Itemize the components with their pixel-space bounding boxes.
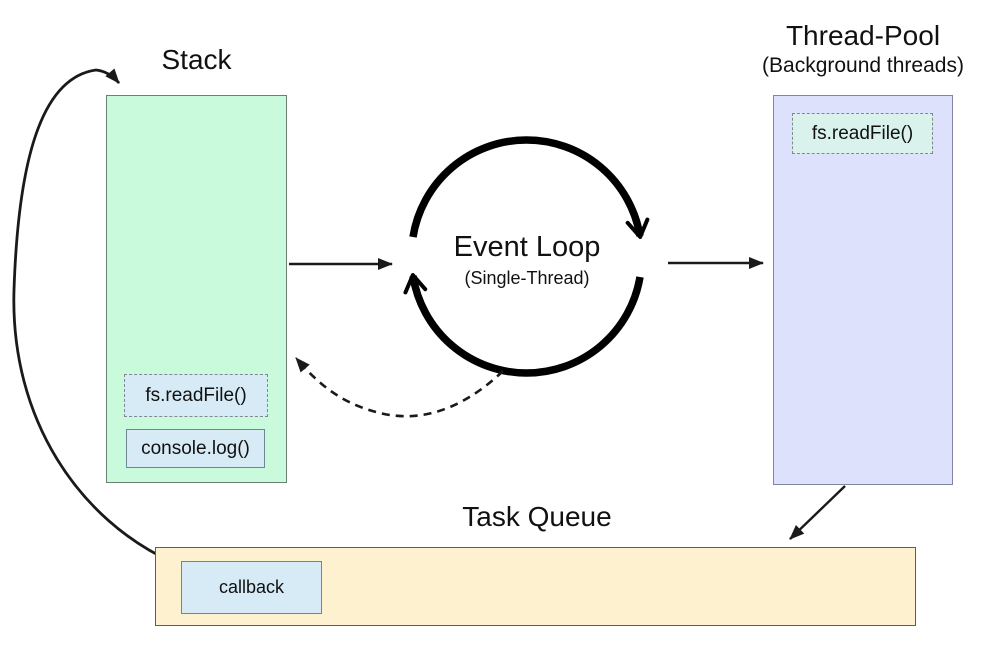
- stack-item-console-log: console.log(): [126, 429, 265, 468]
- event-loop-bottom-arc-arrow: [403, 273, 644, 377]
- event-loop-title: Event Loop: [453, 231, 601, 263]
- stack-item-fs-readfile: fs.readFile(): [124, 374, 268, 417]
- thread-pool-subtitle: (Background threads): [762, 54, 964, 77]
- thread-pool-title: Thread-Pool: [785, 20, 941, 51]
- task-queue-item-callback: callback: [181, 561, 322, 614]
- stack-box: fs.readFile() console.log(): [106, 95, 287, 483]
- arrow-thread-pool-to-task-queue: [789, 485, 846, 540]
- task-queue-title: Task Queue: [462, 501, 612, 532]
- thread-pool-box: fs.readFile(): [773, 95, 953, 485]
- event-loop-subtitle: (Single-Thread): [464, 268, 590, 288]
- arrow-event-loop-to-stack-dashed: [295, 357, 504, 418]
- event-loop-top-arc-arrow: [409, 136, 650, 239]
- arrow-callback-to-stack-curve: [12, 68, 173, 564]
- task-queue-box: callback: [155, 547, 916, 626]
- stack-title: Stack: [161, 44, 232, 75]
- thread-pool-item-fs-readfile: fs.readFile(): [792, 113, 933, 154]
